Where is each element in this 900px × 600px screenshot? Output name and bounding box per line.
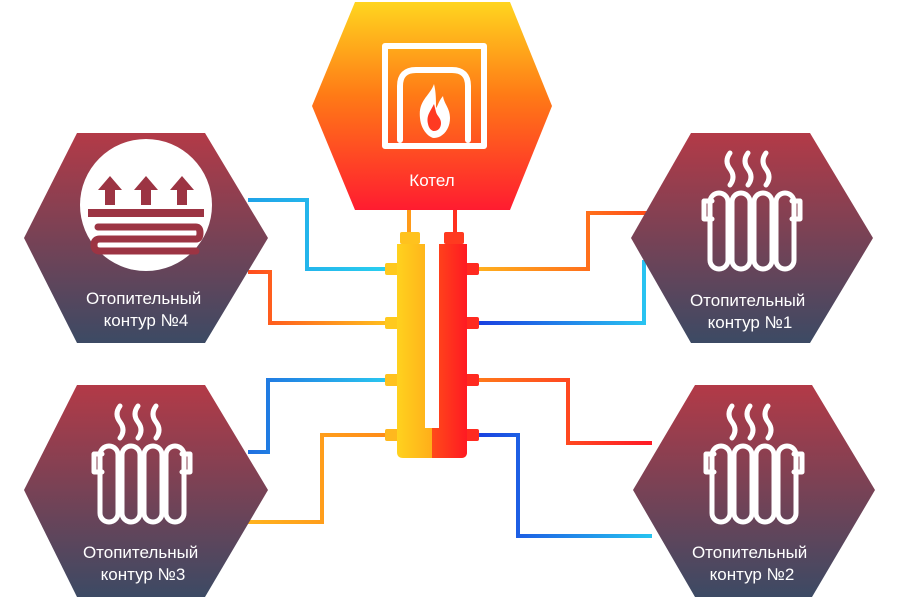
circuit-2-label-line2: контур №2 <box>710 565 795 584</box>
radiator-icon <box>703 403 805 525</box>
svg-text:Отопительный контур №1: Отопительный контур №1 <box>690 291 810 332</box>
pipe-circuit4-supply <box>248 270 390 325</box>
pipe-circuit2-return <box>477 433 652 538</box>
pipe-circuit2-supply <box>477 378 652 445</box>
circuit-1-label-line2: контур №1 <box>708 313 793 332</box>
pipes <box>248 198 652 538</box>
pipe-circuit3-supply <box>248 433 390 524</box>
svg-text:Отопительный контур №2: Отопительный контур №2 <box>692 543 812 584</box>
boiler-node: Котел <box>312 2 552 210</box>
circuit-3-label-line1: Отопительный <box>83 543 198 562</box>
circuit-4-label-line1: Отопительный <box>86 289 201 308</box>
radiator-icon <box>91 403 193 525</box>
circuit-4-label-line2: контур №4 <box>104 311 189 330</box>
hydraulic-manifold <box>385 232 479 458</box>
circuit-1-node: Отопительный контур №1 <box>631 133 873 343</box>
pipe-circuit4-return <box>248 198 390 271</box>
pipe-circuit1-return <box>477 260 652 325</box>
boiler-flame-icon <box>382 43 487 149</box>
pipe-circuit1-supply <box>477 211 652 271</box>
svg-text:Отопительный контур №4: Отопительный контур №4 <box>86 289 206 330</box>
svg-text:Отопительный контур №3: Отопительный контур №3 <box>83 543 203 584</box>
underfloor-heating-icon <box>80 139 212 271</box>
circuit-3-label-line2: контур №3 <box>101 565 186 584</box>
circuit-2-label-line1: Отопительный <box>692 543 807 562</box>
circuit-1-label-line1: Отопительный <box>690 291 805 310</box>
circuit-2-node: Отопительный контур №2 <box>633 385 875 597</box>
pipe-circuit3-return <box>248 378 390 454</box>
boiler-label: Котел <box>409 171 454 190</box>
radiator-icon <box>701 150 803 272</box>
circuit-4-node: Отопительный контур №4 <box>24 133 268 343</box>
circuit-3-node: Отопительный контур №3 <box>24 385 268 597</box>
